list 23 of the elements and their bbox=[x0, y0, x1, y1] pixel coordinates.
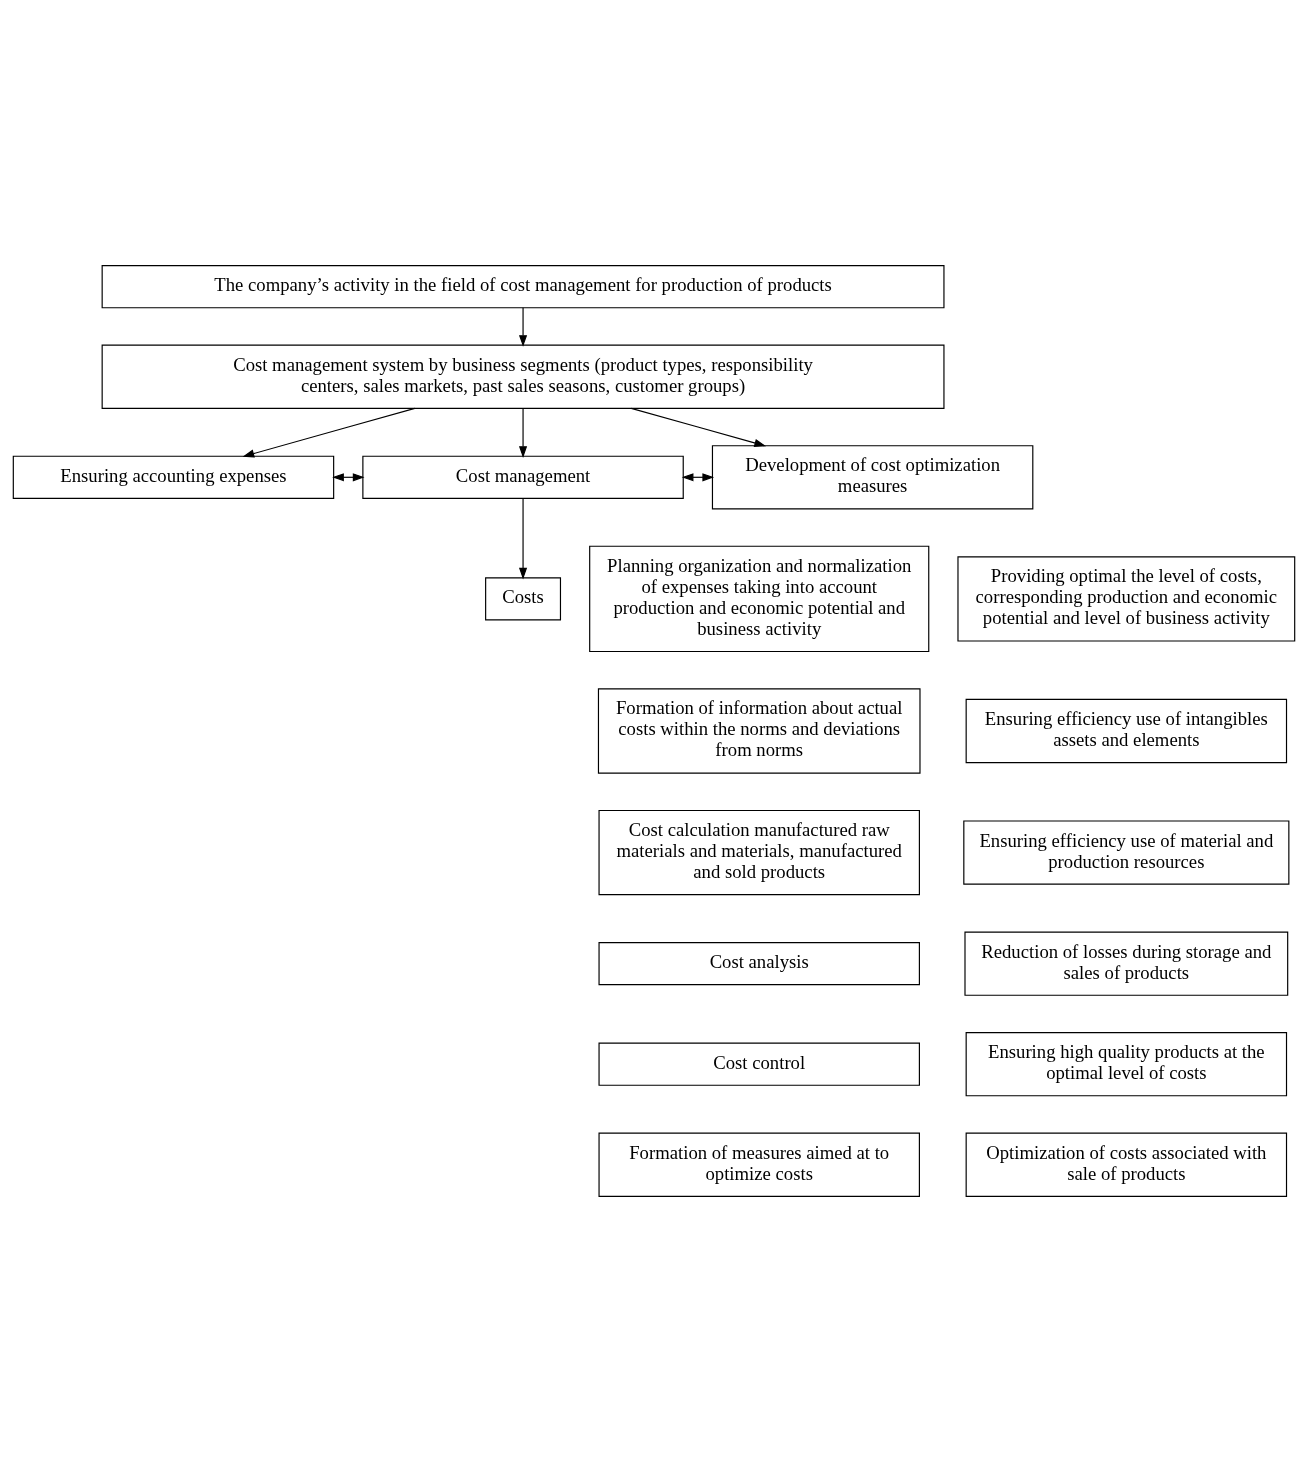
node-box: Reduction of losses during storage and sales of products bbox=[964, 931, 1289, 996]
arrow bbox=[518, 498, 528, 580]
node-box: The company’s activity in the field of cost management for production of products bbox=[101, 265, 945, 309]
arrow bbox=[630, 407, 767, 447]
arrow bbox=[518, 307, 528, 347]
node-box: Cost control bbox=[598, 1042, 920, 1086]
node-box: Cost calculation manufactured raw materials and materials, manufactured and sold products bbox=[598, 809, 920, 896]
node-box: Ensuring high quality products at the optimal level of costs bbox=[965, 1032, 1288, 1097]
node-box: Providing optimal the level of costs, corresponding production and economic potential and level of business activity bbox=[957, 556, 1296, 642]
node-box: Development of cost optimization measures bbox=[711, 445, 1034, 510]
node-box: Formation of information about actual costs within the norms and deviations from norms bbox=[597, 688, 921, 774]
arrow bbox=[242, 407, 416, 458]
node-box: Planning organization and normalization of expenses taking into account production and economic potential and business activity bbox=[589, 545, 930, 653]
arrow bbox=[518, 407, 528, 458]
node-box: Ensuring accounting expenses bbox=[12, 455, 335, 499]
node-box: Optimization of costs associated with sale of products bbox=[965, 1132, 1288, 1197]
node-box: Cost analysis bbox=[598, 942, 920, 986]
node-box: Cost management bbox=[362, 455, 684, 499]
node-box: Formation of measures aimed at to optimize costs bbox=[598, 1132, 920, 1197]
node-box: Ensuring efficiency use of material and production resources bbox=[963, 820, 1290, 885]
node-box: Cost management system by business segments (product types, responsibility centers, sales markets, past sales seasons, customer groups) bbox=[101, 344, 945, 409]
node-box: Ensuring efficiency use of intangibles assets and elements bbox=[965, 698, 1288, 764]
node-box: Costs bbox=[485, 577, 562, 621]
